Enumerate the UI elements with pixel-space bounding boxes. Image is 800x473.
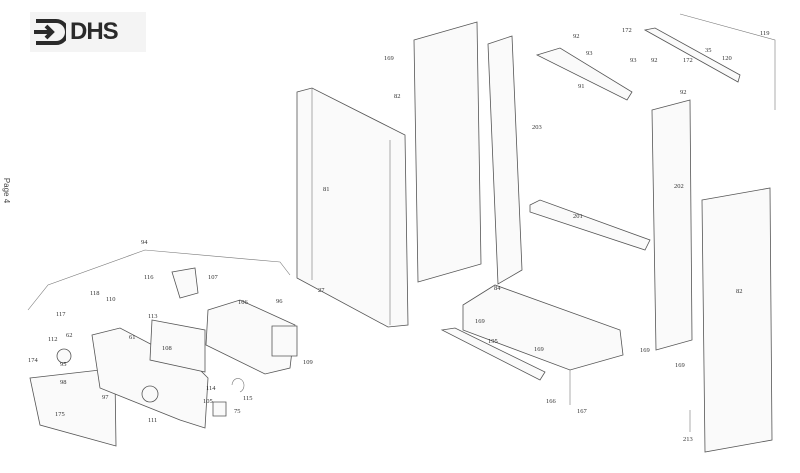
part-front-cover <box>29 369 117 447</box>
callout-115: 115 <box>243 395 253 402</box>
logo-text: DHS <box>70 18 119 45</box>
part-side-panel-left <box>413 21 482 283</box>
callout-113: 113 <box>148 313 158 320</box>
case-front-edges <box>311 88 391 325</box>
callout-195: 195 <box>488 338 498 345</box>
callout-116: 116 <box>144 274 154 281</box>
callout-120: 120 <box>722 55 732 62</box>
leader-lines <box>569 370 691 432</box>
part-gauge <box>141 385 159 403</box>
callout-107: 107 <box>208 274 219 281</box>
part-fascia <box>91 327 209 429</box>
callout-81: 81 <box>323 186 330 193</box>
part-tray <box>462 284 624 371</box>
callout-61: 61 <box>129 334 136 341</box>
part-knob <box>56 348 72 364</box>
part-203 <box>487 35 523 285</box>
part-bracket-107 <box>171 267 199 299</box>
dhs-logo: DHS <box>30 12 146 52</box>
callout-118: 118 <box>90 290 100 297</box>
part-75 <box>212 401 227 417</box>
callout-62: 62 <box>66 332 73 339</box>
callout-202: 202 <box>674 183 684 190</box>
callout-172: 172 <box>683 57 693 64</box>
arrow-in-box-icon <box>34 19 66 45</box>
callout-98: 98 <box>60 379 67 386</box>
callout-167: 167 <box>577 408 588 415</box>
callout-94: 94 <box>141 239 148 246</box>
callout-175: 175 <box>55 411 65 418</box>
callout-166: 166 <box>546 398 557 405</box>
callout-114: 114 <box>206 385 216 392</box>
callout-92: 92 <box>651 57 658 64</box>
callout-201: 201 <box>573 213 583 220</box>
part-case-front <box>296 87 409 328</box>
callout-27: 27 <box>318 287 325 294</box>
callout-119: 119 <box>760 30 770 37</box>
callout-169: 169 <box>475 318 485 325</box>
callout-93: 93 <box>586 50 593 57</box>
callout-92: 92 <box>680 89 687 96</box>
callout-169: 169 <box>640 347 650 354</box>
callout-111: 111 <box>148 417 157 424</box>
part-120 <box>643 27 741 83</box>
callout-169: 169 <box>675 362 685 369</box>
callout-95: 95 <box>60 361 67 368</box>
callout-82: 82 <box>736 288 743 295</box>
callout-35: 35 <box>705 47 712 54</box>
part-clip-114 <box>231 378 245 393</box>
part-202 <box>651 99 693 351</box>
callout-82: 82 <box>394 93 401 100</box>
callout-174: 174 <box>28 357 39 364</box>
callout-92: 92 <box>573 33 580 40</box>
callout-106: 106 <box>238 299 249 306</box>
part-119-outline <box>679 13 776 110</box>
part-91 <box>535 47 633 101</box>
callout-117: 117 <box>56 311 66 318</box>
part-201 <box>529 199 651 251</box>
callout-172: 172 <box>622 27 632 34</box>
callout-labels: 94 116 107 118 110 117 113 106 96 112 62 61 108 174 95… <box>28 27 770 443</box>
callout-112: 112 <box>48 336 58 343</box>
callout-97: 97 <box>102 394 109 401</box>
part-side-panel-right <box>701 187 773 453</box>
callout-91: 91 <box>578 83 585 90</box>
part-109 <box>271 325 298 357</box>
part-195 <box>440 327 546 381</box>
callout-110: 110 <box>106 296 116 303</box>
callout-203: 203 <box>532 124 542 131</box>
callout-169: 169 <box>384 55 394 62</box>
callout-96: 96 <box>276 298 283 305</box>
callout-84: 84 <box>494 285 501 292</box>
callout-109: 109 <box>303 359 313 366</box>
callout-105: 105 <box>203 398 213 405</box>
callout-108: 108 <box>162 345 172 352</box>
group-bracket <box>27 249 291 311</box>
callout-75: 75 <box>234 408 241 415</box>
callout-169: 169 <box>534 346 544 353</box>
callout-93: 93 <box>630 57 637 64</box>
callout-213: 213 <box>683 436 693 443</box>
part-pcb <box>149 319 206 373</box>
